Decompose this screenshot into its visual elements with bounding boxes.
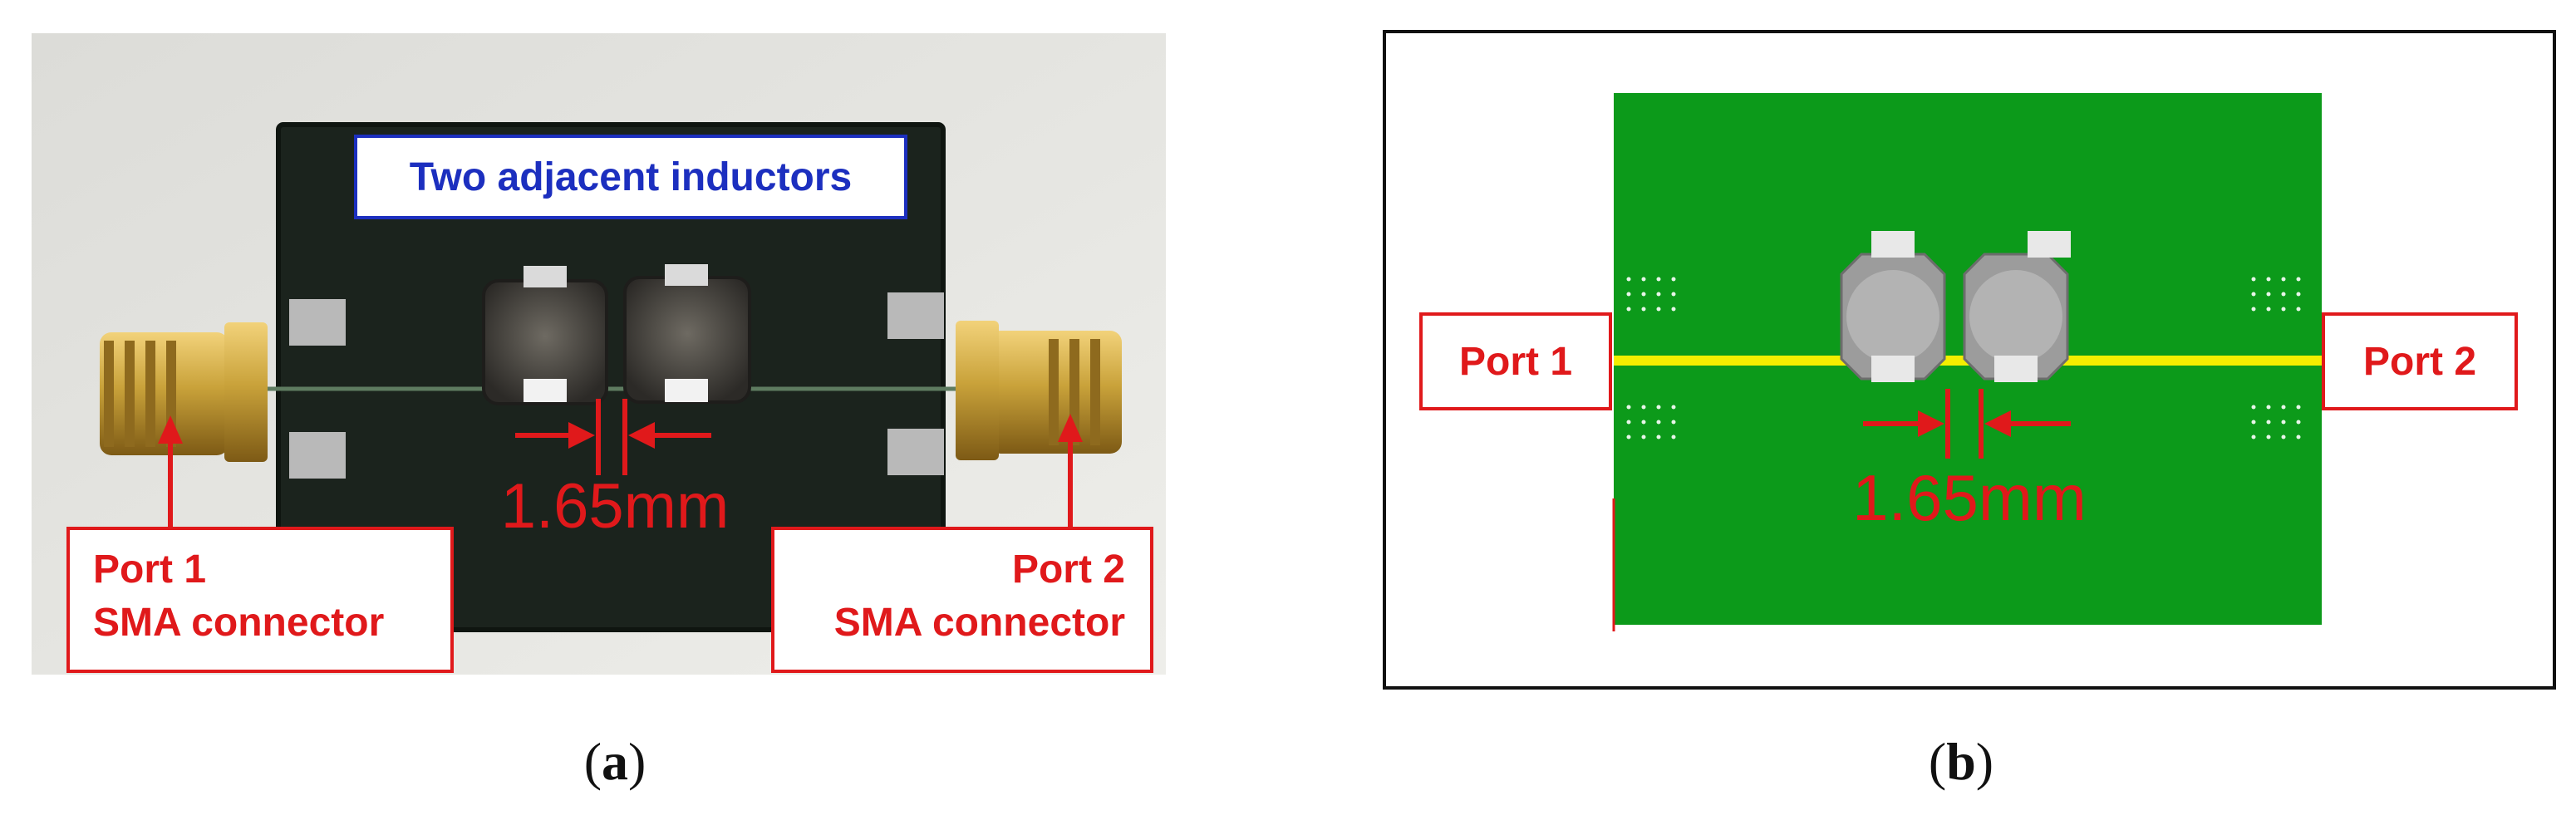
figure-a-photo <box>32 33 1166 675</box>
figure-b-model <box>1383 30 2556 690</box>
inductor <box>1963 231 2071 382</box>
port2-subtitle: SMA connector <box>833 601 1125 645</box>
title-box <box>354 135 907 219</box>
dimension-label: 1.65mm <box>1852 461 2087 534</box>
caption-a: (a) <box>583 732 646 791</box>
port2-label: Port 2 <box>2362 339 2477 384</box>
port1-title: Port 1 <box>93 547 207 592</box>
port1-label-box <box>66 527 454 673</box>
port1-label-box <box>1419 312 1612 410</box>
dimension-arrows <box>515 399 711 475</box>
via-array <box>1626 277 2301 439</box>
ground-pad <box>887 292 944 339</box>
dimension-label: 1.65mm <box>500 471 730 542</box>
ground-pad <box>289 432 346 479</box>
port2-title: Port 2 <box>1011 547 1125 592</box>
port2-label: Port 2 SMA connector <box>773 543 1125 650</box>
port1-label: Port 1 <box>1458 339 1573 384</box>
caption-b: (b) <box>1928 732 1994 791</box>
sma-connector-right <box>956 321 1122 460</box>
port1-label: Port 1 SMA connector <box>93 543 384 650</box>
inductor <box>623 264 751 404</box>
inductor <box>482 266 608 405</box>
title-text: Two adjacent inductors <box>409 155 853 199</box>
port1-subtitle: SMA connector <box>93 601 385 645</box>
port2-label-box <box>771 527 1153 673</box>
ground-pad <box>887 429 944 475</box>
ground-pad <box>289 299 346 346</box>
dimension-arrows <box>1863 389 2071 459</box>
port2-label-box <box>2322 312 2518 410</box>
port-arrows <box>158 414 1083 528</box>
pcb-board <box>278 125 943 630</box>
sma-connector-left <box>100 322 268 462</box>
inductor <box>1840 231 1946 382</box>
